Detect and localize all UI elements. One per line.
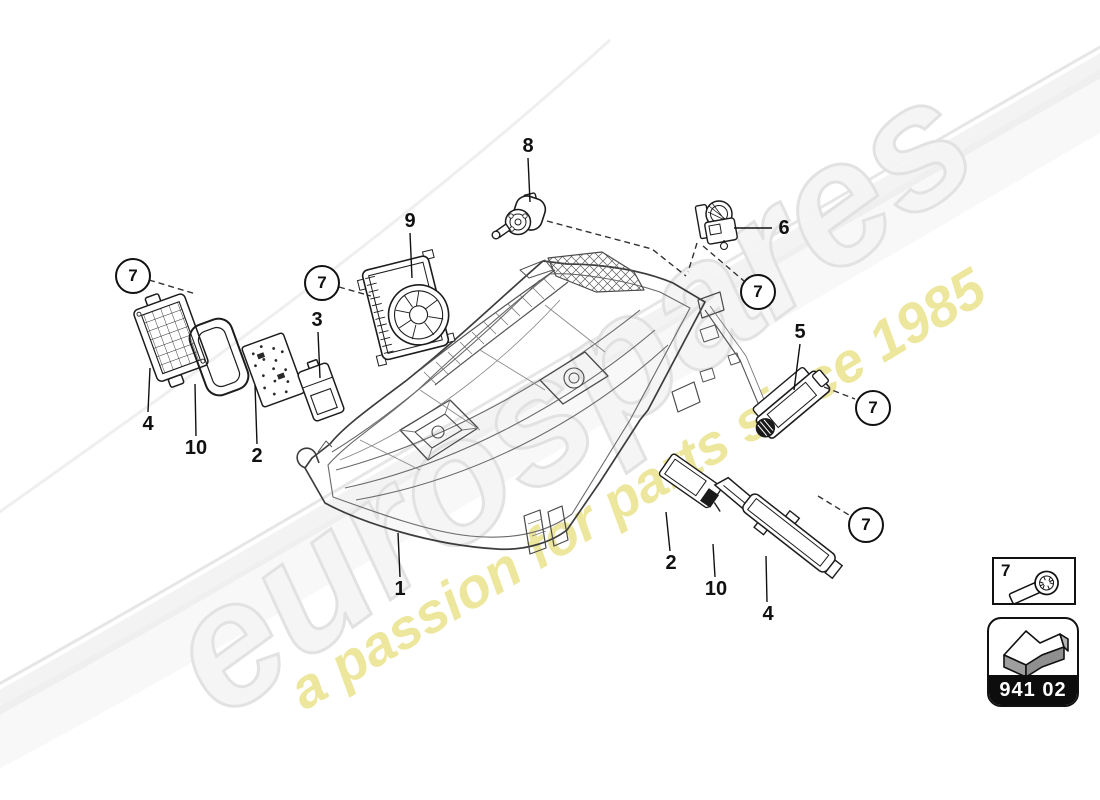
part-label-10[interactable]: 10 xyxy=(704,578,728,600)
fastener-legend-number: 7 xyxy=(1001,561,1011,580)
leader-lines xyxy=(147,157,801,603)
part-6-drawing xyxy=(694,200,738,251)
direction-arrow-icon xyxy=(1003,630,1069,678)
fastener-callout-7[interactable]: 7 xyxy=(740,274,776,310)
part-4-left-drawing xyxy=(133,293,209,388)
part-9-drawing xyxy=(356,249,456,367)
part-8-drawing xyxy=(491,192,547,240)
part-3-drawing xyxy=(297,359,345,422)
fastener-callout-7[interactable]: 7 xyxy=(115,258,151,294)
fastener-callout-7[interactable]: 7 xyxy=(855,390,891,426)
part-label-4[interactable]: 4 xyxy=(142,413,154,435)
part-4-right-drawing xyxy=(742,493,844,580)
section-code: 941 02 xyxy=(989,675,1077,705)
part-2-right-drawing xyxy=(658,453,722,512)
torx-bolt-icon xyxy=(1008,570,1059,605)
section-legend-box: 941 02 xyxy=(987,617,1079,707)
fastener-legend-box: 7 xyxy=(992,557,1076,605)
part-label-8[interactable]: 8 xyxy=(522,135,534,157)
part-2-left-drawing xyxy=(241,332,305,408)
part-label-9[interactable]: 9 xyxy=(404,210,416,232)
part-label-3[interactable]: 3 xyxy=(311,309,323,331)
part-label-6[interactable]: 6 xyxy=(778,217,790,239)
part-10-left-drawing xyxy=(188,317,250,397)
part-label-2[interactable]: 2 xyxy=(251,445,263,467)
fastener-callout-7[interactable]: 7 xyxy=(304,265,340,301)
part-label-2[interactable]: 2 xyxy=(665,552,677,574)
part-label-5[interactable]: 5 xyxy=(794,321,806,343)
part-label-10[interactable]: 10 xyxy=(184,437,208,459)
fastener-callout-7[interactable]: 7 xyxy=(848,507,884,543)
part-label-1[interactable]: 1 xyxy=(394,578,406,600)
fastener-dashed-lines xyxy=(148,220,856,516)
part-label-4[interactable]: 4 xyxy=(762,603,774,625)
headlight-assembly-drawing xyxy=(296,251,771,555)
